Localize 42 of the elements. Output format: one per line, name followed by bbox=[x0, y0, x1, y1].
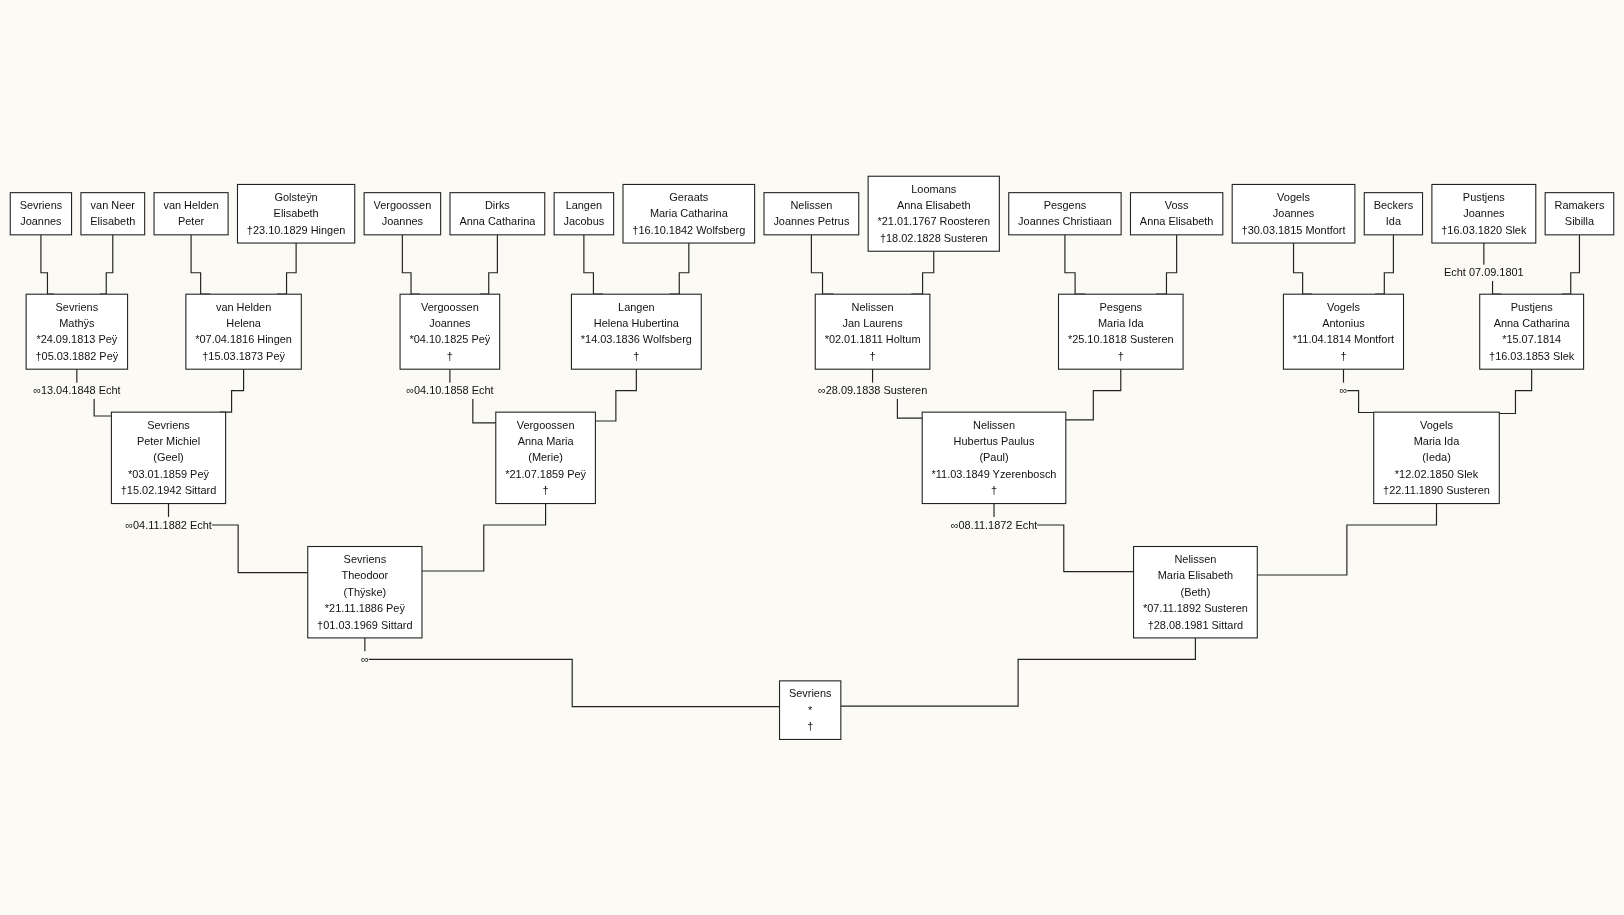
edge-label: ∞ bbox=[360, 652, 369, 665]
node-box: Langen Helena Hubertina *14.03.1836 Wolfsberg † bbox=[570, 293, 702, 370]
connector bbox=[421, 502, 547, 572]
node-box: Sevriens Joannes bbox=[9, 191, 73, 236]
edge-label: Echt 07.09.1801 bbox=[1444, 265, 1524, 279]
node-box: van Helden Peter bbox=[153, 191, 229, 236]
node-box: Sevriens Theodoor (Thÿske) *21.11.1886 Peÿ †01.03.1969 Sittard bbox=[307, 545, 423, 639]
node-box: Vogels Antonius *11.04.1814 Montfort † bbox=[1282, 293, 1405, 370]
node-box: Nelissen Joannes Petrus bbox=[763, 191, 860, 236]
node-box: van Helden Helena *07.04.1816 Hingen †15.03.1873 Peÿ bbox=[185, 293, 302, 370]
node-box: Beckers Ida bbox=[1363, 191, 1424, 236]
node-box: Ramakers Sibilla bbox=[1544, 191, 1615, 236]
node-box: Dirks Anna Catharina bbox=[449, 191, 546, 236]
node-box: Langen Jacobus bbox=[553, 191, 615, 236]
node-box: Pesgens Maria Ida *25.10.1818 Susteren † bbox=[1057, 293, 1184, 370]
node-box: van Neer Elisabeth bbox=[80, 191, 146, 236]
node-box: Vergoossen Anna Maria (Merie) *21.07.1859 Peÿ † bbox=[495, 411, 596, 504]
node-box: Vogels Maria Ida (Ieda) *12.02.1850 Slek †22.11.1890 Susteren bbox=[1373, 411, 1500, 504]
edge-label: ∞ bbox=[1339, 383, 1348, 397]
node-box: Vergoossen Joannes bbox=[363, 191, 442, 236]
edge-label: ∞04.11.1882 Echt bbox=[125, 518, 212, 531]
node-box: Pustjens Anna Catharina *15.07.1814 †16.03.1853 Slek bbox=[1479, 293, 1585, 370]
edge-label: ∞04.10.1858 Echt bbox=[406, 383, 494, 397]
node-box: Pesgens Joannes Christiaan bbox=[1008, 191, 1122, 236]
node-box: Golsteÿn Elisabeth †23.10.1829 Hingen bbox=[236, 183, 356, 244]
node-box: Pustjens Joannes †16.03.1820 Slek bbox=[1431, 183, 1537, 244]
node-box: Voss Anna Elisabeth bbox=[1129, 191, 1224, 236]
connector bbox=[840, 636, 1196, 707]
edge-label: ∞08.11.1872 Echt bbox=[950, 518, 1038, 531]
node-box: Sevriens Peter Michiel (Geel) *03.01.1859 Peÿ †15.02.1942 Sittard bbox=[110, 411, 227, 504]
node-box: Sevriens * † bbox=[779, 679, 842, 740]
node-box: Nelissen Jan Laurens *02.01.1811 Holtum † bbox=[814, 293, 931, 370]
connector bbox=[1065, 368, 1122, 421]
node-box: Vogels Joannes †30.03.1815 Montfort bbox=[1231, 183, 1356, 244]
node-box: Geraats Maria Catharina †16.10.1842 Wolfsberg bbox=[622, 183, 756, 244]
node-box: Sevriens Mathÿs *24.09.1813 Peÿ †05.03.1882 Peÿ bbox=[25, 293, 129, 370]
edge-label: ∞28.09.1838 Susteren bbox=[817, 383, 928, 397]
edge-label: ∞13.04.1848 Echt bbox=[33, 383, 121, 397]
node-box: Vergoossen Joannes *04.10.1825 Peÿ † bbox=[399, 293, 501, 370]
node-box: Nelissen Hubertus Paulus (Paul) *11.03.1849 Yzerenbosch † bbox=[921, 411, 1067, 504]
node-box: Nelissen Maria Elisabeth (Beth) *07.11.1892 Susteren †28.08.1981 Sittard bbox=[1133, 545, 1258, 639]
node-box: Loomans Anna Elisabeth *21.01.1767 Roosteren †18.02.1828 Susteren bbox=[867, 175, 1000, 252]
